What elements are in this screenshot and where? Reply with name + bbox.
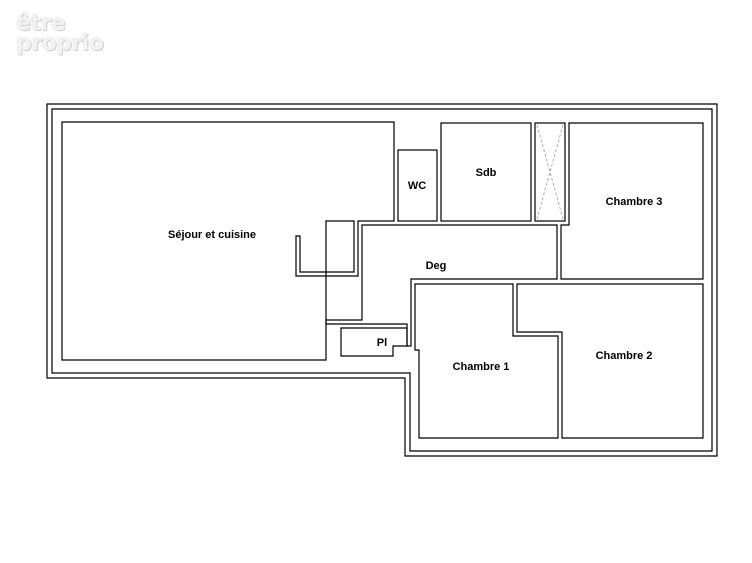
room-sdb-outline <box>440 122 532 222</box>
room-wc-outline <box>397 149 438 222</box>
room-sejour-outline <box>61 121 395 361</box>
outer-wall-outline <box>46 103 718 457</box>
label-sejour: Séjour et cuisine <box>168 229 256 241</box>
outer-wall-inner-outline <box>51 108 713 452</box>
duct-outline <box>534 122 566 222</box>
room-chambre1-outline <box>414 283 559 439</box>
label-placard: Pl <box>377 337 387 349</box>
label-deg: Deg <box>426 260 447 272</box>
logo-line-1: être <box>16 11 66 36</box>
label-chambre3: Chambre 3 <box>606 196 663 208</box>
room-placard-outline <box>340 327 408 357</box>
label-chambre1: Chambre 1 <box>453 361 510 373</box>
room-chambre3-outline <box>560 122 704 280</box>
label-sdb: Sdb <box>476 167 497 179</box>
duct-hatch <box>536 124 564 220</box>
label-chambre2: Chambre 2 <box>596 350 653 362</box>
logo-line-2: proprio <box>16 31 104 56</box>
label-wc: WC <box>408 180 426 192</box>
room-chambre2-outline <box>516 283 704 439</box>
etre-proprio-logo: être proprio <box>16 11 116 60</box>
